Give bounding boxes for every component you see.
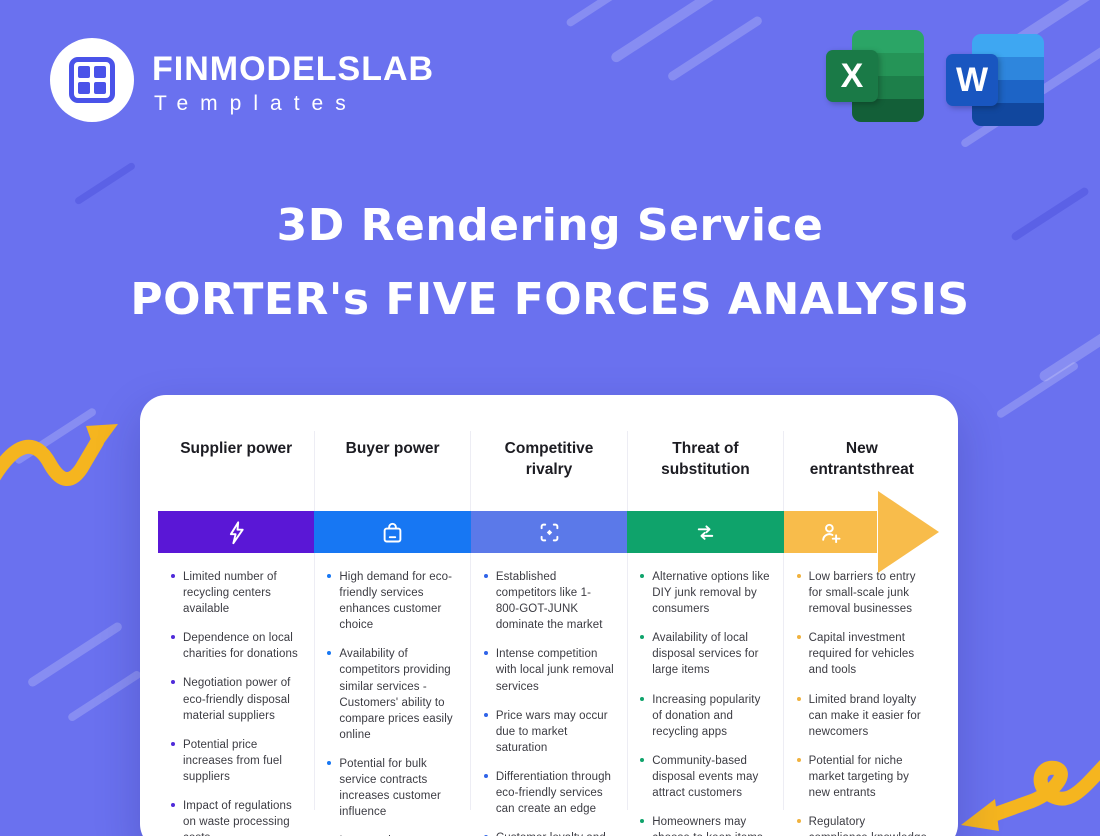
briefcase-icon [383,522,402,542]
force-bullets-row: Limited number of recycling centers avai… [158,569,940,836]
force-header-competitive-rivalry: Competitive rivalry [504,440,594,478]
grid-window-icon [69,57,115,103]
force-header-supplier-power: Supplier power [180,440,293,457]
brush-stroke [565,0,645,28]
bullet-dot [796,696,801,701]
brush-stroke [73,161,137,206]
lightning-icon [229,520,244,544]
list-item: Customer loyalty and brand reputation ar… [483,830,614,836]
bullet-dot [327,651,332,656]
bullet-dot [640,635,645,640]
bullets-new-entrants-threat: Low barriers to entry for small-scale ju… [784,569,940,836]
bullet-dot [796,635,801,640]
column-divider [470,431,471,810]
bullet-dot [640,574,645,578]
bullet-dot [640,819,645,824]
list-item: Established competitors like 1-800-GOT-J… [483,569,614,633]
page-title-line2: PORTER's FIVE FORCES ANALYSIS [130,274,970,325]
word-icon: W [946,32,1046,132]
bullet-dot [640,757,645,762]
force-header-threat-of-substitution: Threat of substitution [661,440,750,478]
list-item: Limited number of recycling centers avai… [171,569,301,617]
column-divider [314,431,315,810]
brush-stroke [609,0,741,65]
banner-segment-buyer [314,511,471,553]
excel-letter-tile: X [826,50,878,102]
list-item: Community-based disposal events may attr… [640,753,770,801]
list-item: Dependence on local charities for donati… [171,630,301,662]
swap-arrows-icon [697,524,714,540]
squiggle-arrow-up-right [0,424,118,486]
bullet-dot [327,760,332,765]
bullets-supplier-power: Limited number of recycling centers avai… [158,569,314,836]
bullet-dot [796,757,801,762]
force-banner-row [158,491,940,573]
bullet-dot [640,696,645,701]
bullets-competitive-rivalry: Established competitors like 1-800-GOT-J… [471,569,627,836]
brush-stroke [66,669,143,723]
squiggle-arrow-down-left [961,760,1100,831]
column-divider [783,431,784,810]
banner-segment-supplier [158,511,315,553]
list-item: High demand for eco-friendly services en… [327,569,457,633]
excel-icon: X [826,28,926,128]
column-divider [627,431,628,810]
analysis-card: Supplier power Buyer power Competitive r… [140,395,958,836]
bullet-dot [796,819,801,824]
bullet-dot [796,574,801,578]
list-item: Intense competition with local junk remo… [483,646,614,694]
brush-stroke [995,360,1080,420]
list-item: Increasing popularity of donation and re… [640,692,770,740]
list-item: Impact of regulations on waste processin… [171,798,301,836]
bullet-dot [483,651,488,656]
list-item: Regulatory compliance knowledge is essen… [796,814,927,836]
list-item: Availability of local disposal services … [640,630,770,678]
list-item: Differentiation through eco-friendly ser… [483,769,614,817]
banner-segment-rivalry [470,511,628,553]
list-item: Negotiation power of eco-friendly dispos… [171,675,301,723]
list-item: Potential price increases from fuel supp… [171,737,301,785]
brand-subtitle: Templates [154,92,358,115]
list-item: Availability of competitors providing si… [327,646,457,743]
brand-name: FINMODELSLAB [152,50,435,88]
brand-logo [50,38,134,122]
list-item: Limited brand loyalty can make it easier… [796,692,927,740]
brush-stroke [26,620,124,689]
banner-segment-new-entrants-rect [783,511,878,553]
list-item: Potential for bulk service contracts inc… [327,756,457,820]
force-header-new-entrants-threat: New entrantsthreat [809,440,914,478]
bullet-dot [171,741,175,746]
list-item: Potential for niche market targeting by … [796,753,927,801]
bullet-dot [483,712,488,717]
bullet-dot [171,803,175,808]
banner-arrowhead [878,491,940,573]
page-title-line1: 3D Rendering Service [276,200,824,251]
banner-segment-new-entrants [783,491,940,573]
bullet-dot [327,574,332,578]
banner-segment-substitution [627,511,784,553]
list-item: Alternative options like DIY junk remova… [640,569,770,617]
brush-stroke [666,14,764,83]
bullet-dot [171,574,175,578]
bullet-dot [483,574,488,578]
bullets-threat-of-substitution: Alternative options like DIY junk remova… [627,569,783,836]
bullets-buyer-power: High demand for eco-friendly services en… [314,569,470,836]
list-item: Low barriers to entry for small-scale ju… [796,569,927,617]
bullet-dot [483,773,488,778]
bullet-dot [171,680,175,685]
force-header-buyer-power: Buyer power [345,440,440,457]
word-letter-tile: W [946,54,998,106]
list-item: Homeowners may choose to keep items rath… [640,814,770,836]
force-headers-row: Supplier power Buyer power Competitive r… [158,439,940,501]
bullet-dot [171,635,175,640]
list-item: Price wars may occur due to market satur… [483,708,614,756]
person-add-icon [822,523,841,543]
focus-target-icon [540,523,558,541]
list-item: Capital investment required for vehicles… [796,630,927,678]
